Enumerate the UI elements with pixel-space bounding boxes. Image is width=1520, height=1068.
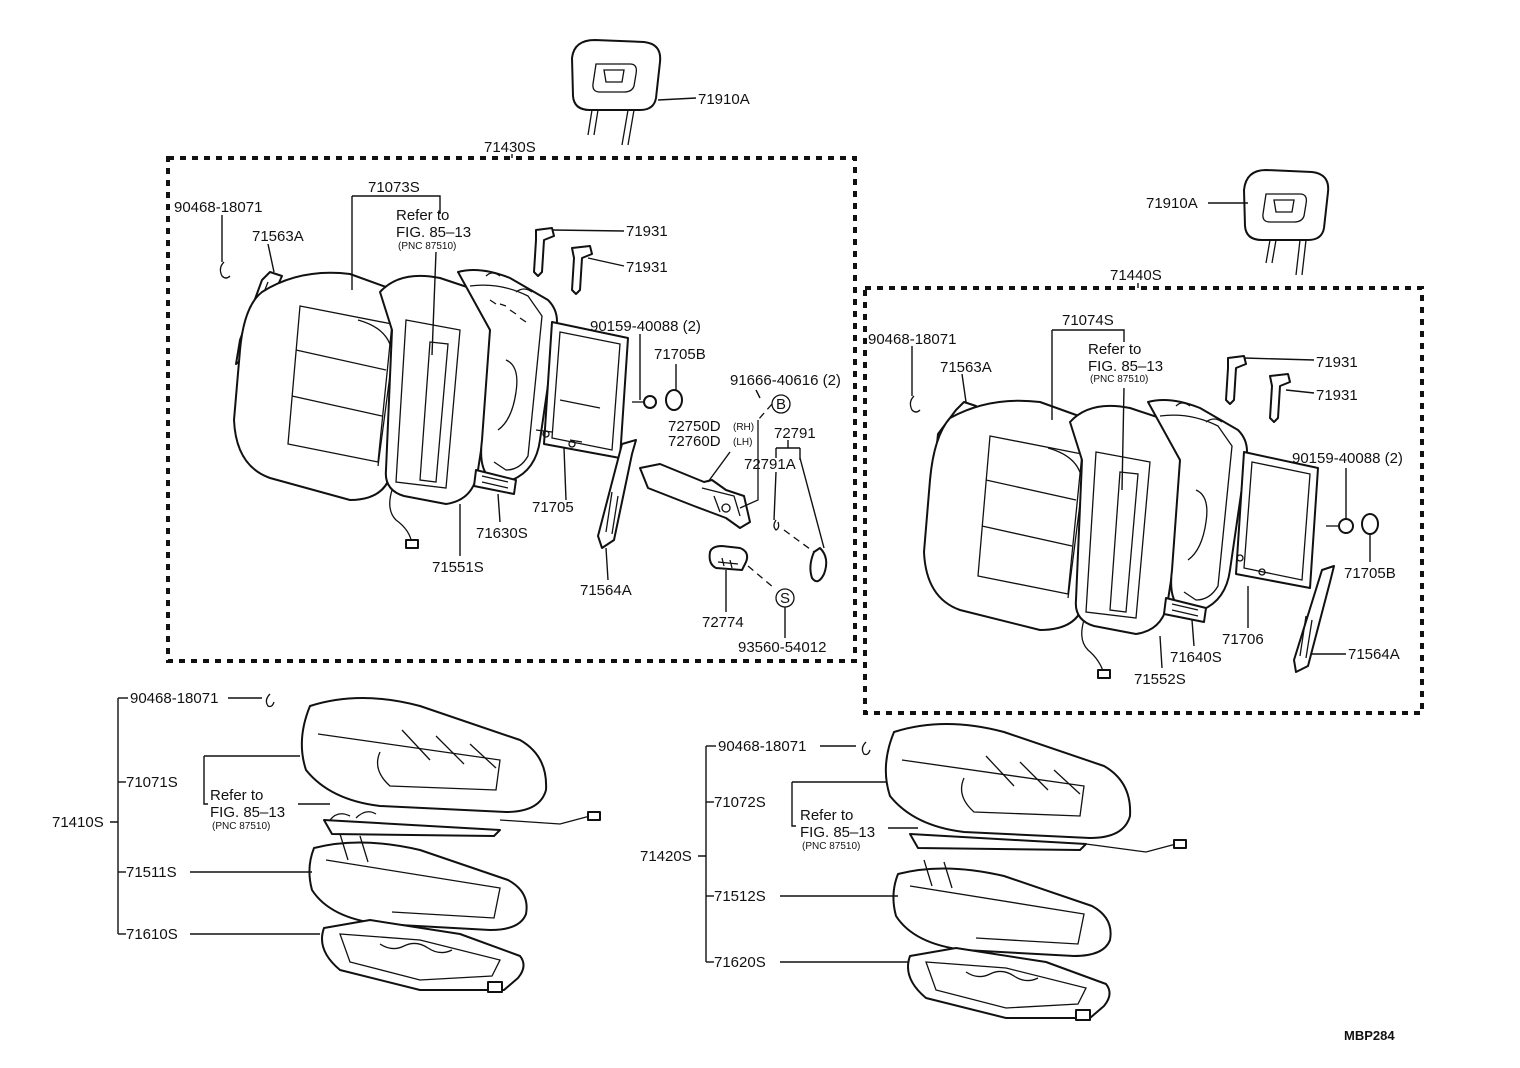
label-fig-ref-cr: FIG. 85–13 (800, 824, 875, 841)
marker-b: B (776, 396, 786, 413)
label-fig-ref-cl: FIG. 85–13 (210, 804, 285, 821)
label-cushion-assy-left: 71410S (52, 814, 104, 831)
label-back-assy-right: 71440S (1110, 267, 1162, 284)
label-refer-to-bl: Refer to (396, 207, 449, 224)
seatback-left-parts (219, 227, 828, 608)
figure-code: MBP284 (1344, 1028, 1395, 1043)
label-cover-back-right: 71074S (1062, 312, 1114, 329)
label-support-4: 71931 (1316, 387, 1358, 404)
label-pad-cushion-right: 71512S (714, 888, 766, 905)
label-refer-to-br: Refer to (1088, 341, 1141, 358)
label-recliner-rh: 72750D (668, 418, 721, 435)
headrest-right (1243, 169, 1330, 276)
label-spring-right: 71640S (1170, 649, 1222, 666)
label-hinge-cover-bl: 71563A (252, 228, 304, 245)
label-headrest-left: 71910A (698, 91, 750, 108)
leaders-left-back (221, 97, 825, 638)
label-hinge-cover-br: 71563A (940, 359, 992, 376)
leaders-right-back (911, 202, 1371, 669)
label-lh: (LH) (733, 437, 752, 448)
label-pad-back-left: 71551S (432, 559, 484, 576)
label-frame-cushion-left: 71610S (126, 926, 178, 943)
label-refer-to-cr: Refer to (800, 807, 853, 824)
label-frame-left: 71705 (532, 499, 574, 516)
label-fig-ref-br: FIG. 85–13 (1088, 358, 1163, 375)
label-screw-left: 90159-40088 (2) (590, 318, 701, 335)
label-knob-screw: 93560-54012 (738, 639, 826, 656)
label-cap-left: 71705B (654, 346, 706, 363)
label-refer-to-cl: Refer to (210, 787, 263, 804)
part-labels: 71910A 71430S 90468-18071 71073S Refer t… (52, 91, 1403, 1043)
label-pnc-ref-cr: (PNC 87510) (802, 841, 860, 852)
back-assembly-box-left (166, 156, 857, 663)
label-support-2: 71931 (626, 259, 668, 276)
label-link: 72791 (774, 425, 816, 442)
label-pad-cushion-left: 71511S (126, 864, 177, 881)
label-side-cover-right: 71564A (1348, 646, 1400, 663)
marker-s: S (780, 590, 790, 607)
label-fig-ref-bl: FIG. 85–13 (396, 224, 471, 241)
label-frame-right: 71706 (1222, 631, 1264, 648)
label-cushion-assy-right: 71420S (640, 848, 692, 865)
back-assembly-box-right (863, 286, 1424, 715)
cushion-left-parts (265, 693, 601, 993)
label-recliner-lh: 72760D (668, 433, 721, 450)
label-pad-back-right: 71552S (1134, 671, 1186, 688)
label-support-3: 71931 (1316, 354, 1358, 371)
leaders-cushions (110, 697, 918, 963)
label-hog-ring-br: 90468-18071 (868, 331, 956, 348)
label-cover-cushion-right: 71072S (714, 794, 766, 811)
label-pnc-ref-bl: (PNC 87510) (398, 241, 456, 252)
label-frame-cushion-right: 71620S (714, 954, 766, 971)
label-spring-left: 71630S (476, 525, 528, 542)
label-cover-back-left: 71073S (368, 179, 420, 196)
label-cover-cushion-left: 71071S (126, 774, 178, 791)
label-hog-ring-bl: 90468-18071 (174, 199, 262, 216)
label-screw-right: 90159-40088 (2) (1292, 450, 1403, 467)
label-back-assy-left: 71430S (484, 139, 536, 156)
label-bolt: 91666-40616 (2) (730, 372, 841, 389)
cushion-right-parts (861, 723, 1187, 1021)
label-pnc-ref-br: (PNC 87510) (1090, 374, 1148, 385)
label-support-1: 71931 (626, 223, 668, 240)
seatback-right-parts (909, 355, 1379, 679)
label-rh: (RH) (733, 422, 754, 433)
headrest-left (571, 39, 662, 146)
label-pnc-ref-cl: (PNC 87510) (212, 821, 270, 832)
label-side-cover-left: 71564A (580, 582, 632, 599)
label-hog-ring-cl: 90468-18071 (130, 690, 218, 707)
label-link-a: 72791A (744, 456, 796, 473)
label-cap-right: 71705B (1344, 565, 1396, 582)
label-hog-ring-cr: 90468-18071 (718, 738, 806, 755)
label-headrest-right: 71910A (1146, 195, 1198, 212)
label-knob: 72774 (702, 614, 744, 631)
